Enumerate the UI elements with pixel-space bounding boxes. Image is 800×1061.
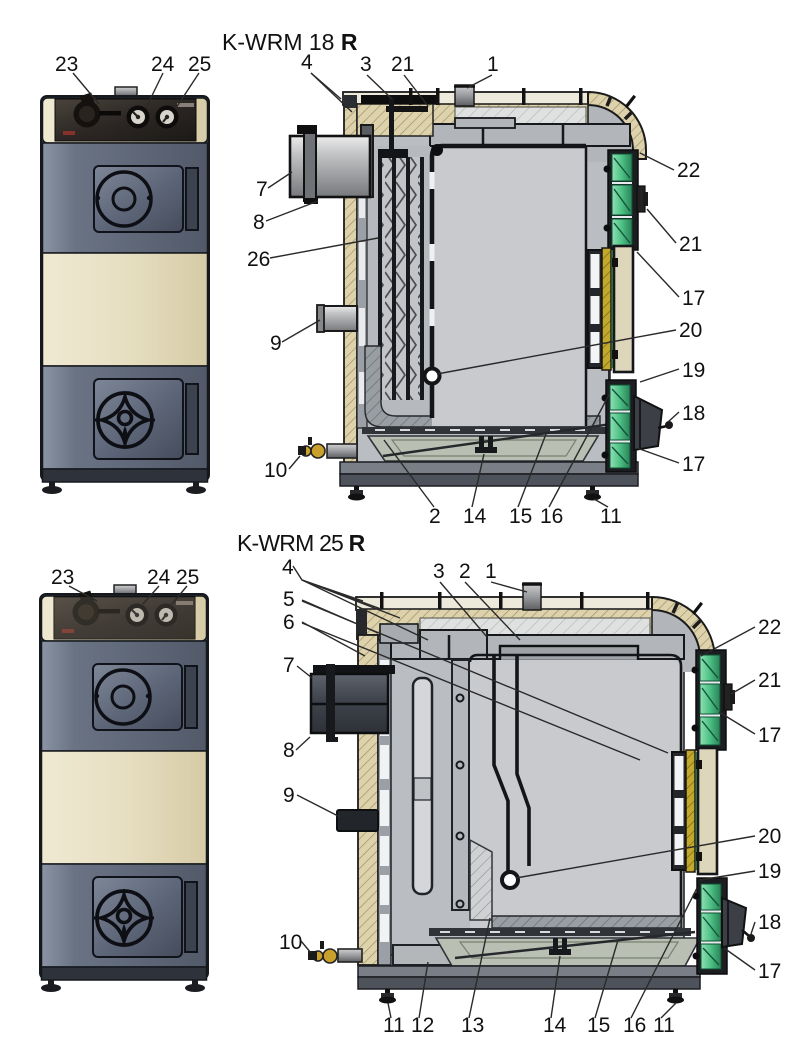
svg-text:12: 12	[411, 1014, 434, 1037]
svg-text:18: 18	[758, 911, 781, 934]
svg-text:1: 1	[487, 53, 499, 76]
svg-text:21: 21	[758, 669, 781, 692]
svg-text:26: 26	[247, 248, 270, 271]
svg-text:10: 10	[264, 459, 287, 482]
svg-text:11: 11	[600, 505, 622, 528]
svg-text:11: 11	[383, 1014, 405, 1037]
svg-text:2: 2	[459, 560, 471, 583]
svg-text:25: 25	[188, 53, 211, 76]
svg-text:25: 25	[176, 566, 199, 589]
svg-text:K-WRM 25 R: K-WRM 25 R	[237, 530, 366, 556]
svg-text:20: 20	[679, 319, 702, 342]
svg-text:11: 11	[653, 1014, 675, 1037]
svg-text:14: 14	[543, 1014, 567, 1037]
svg-text:3: 3	[360, 53, 372, 76]
svg-text:24: 24	[147, 566, 171, 589]
svg-text:10: 10	[279, 931, 302, 954]
svg-text:22: 22	[677, 159, 700, 182]
svg-text:19: 19	[758, 860, 781, 883]
svg-text:15: 15	[509, 505, 532, 528]
svg-text:16: 16	[623, 1014, 646, 1037]
svg-text:7: 7	[256, 178, 268, 201]
svg-text:15: 15	[587, 1014, 610, 1037]
svg-text:4: 4	[301, 51, 313, 74]
svg-text:13: 13	[461, 1014, 484, 1037]
svg-text:17: 17	[682, 453, 705, 476]
svg-text:18: 18	[682, 402, 705, 425]
svg-text:23: 23	[51, 566, 74, 589]
svg-text:23: 23	[55, 53, 78, 76]
svg-text:4: 4	[282, 556, 294, 579]
svg-text:24: 24	[151, 53, 175, 76]
svg-text:22: 22	[758, 616, 781, 639]
svg-text:K-WRM 18 R: K-WRM 18 R	[222, 29, 358, 55]
svg-text:1: 1	[485, 560, 497, 583]
svg-text:14: 14	[463, 505, 487, 528]
svg-text:2: 2	[429, 505, 441, 528]
svg-text:9: 9	[283, 784, 295, 807]
svg-text:3: 3	[433, 560, 445, 583]
svg-text:9: 9	[270, 332, 282, 355]
svg-text:6: 6	[283, 611, 295, 634]
svg-text:19: 19	[682, 359, 705, 382]
svg-text:21: 21	[679, 233, 702, 256]
svg-text:5: 5	[283, 588, 295, 611]
svg-text:21: 21	[391, 53, 414, 76]
svg-text:16: 16	[540, 505, 563, 528]
svg-text:7: 7	[283, 654, 295, 677]
svg-text:20: 20	[758, 825, 781, 848]
svg-text:17: 17	[682, 287, 705, 310]
svg-text:17: 17	[758, 960, 781, 983]
svg-text:8: 8	[253, 211, 265, 234]
svg-text:17: 17	[758, 724, 781, 747]
svg-text:8: 8	[283, 739, 295, 762]
